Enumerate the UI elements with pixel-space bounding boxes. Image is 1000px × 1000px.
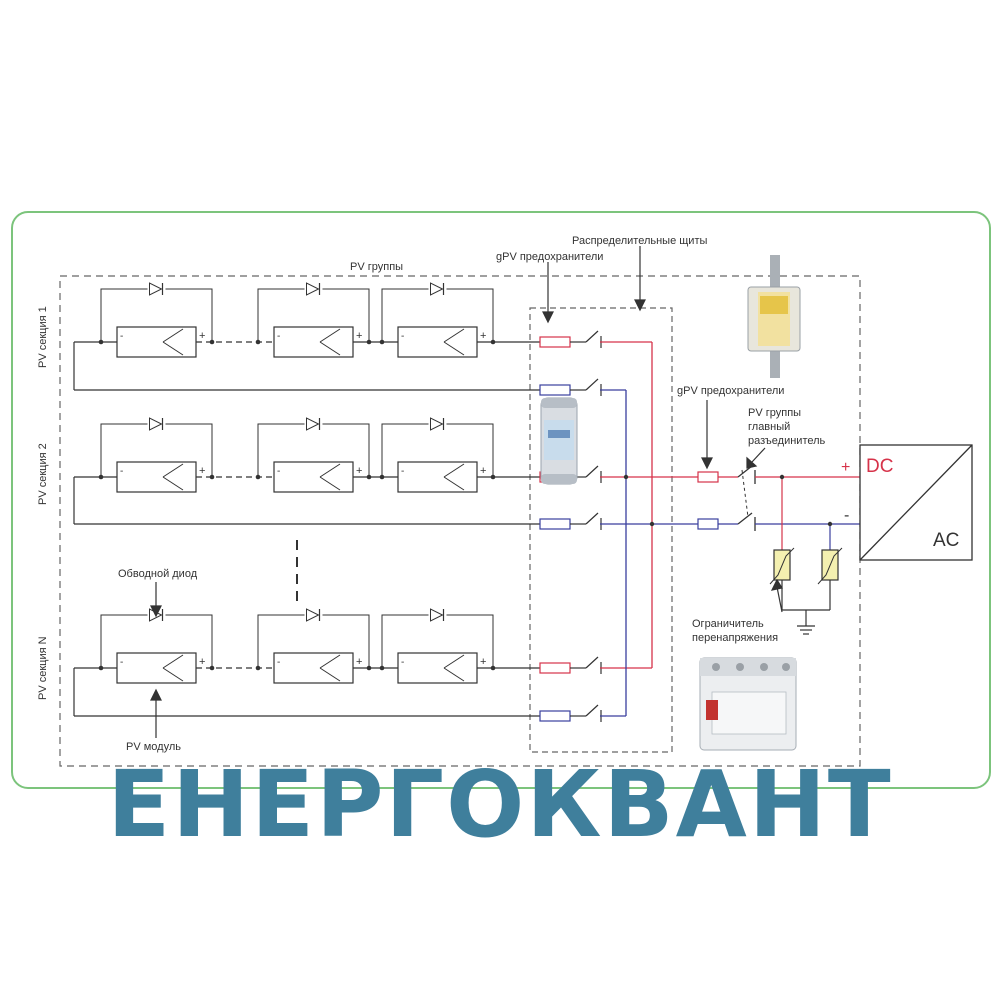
svg-text:-: -: [401, 657, 404, 668]
pv-groups-label: PV группы: [350, 261, 403, 273]
surge-protector-image: [699, 657, 797, 751]
minus-sign: -: [844, 507, 849, 524]
svg-text:-: -: [277, 331, 280, 342]
gpv-fuse: [539, 662, 571, 674]
gpv-fuses-label-top: gPV предохранители: [496, 251, 603, 263]
svg-text:-: -: [120, 657, 123, 668]
surge-limiter-label-1: Ограничитель: [692, 618, 764, 630]
bypass-diode: [306, 417, 320, 431]
distribution-board-frame: [529, 307, 673, 753]
bypass-diode: [430, 417, 444, 431]
svg-text:-: -: [277, 466, 280, 477]
disconnect-switch: [585, 656, 599, 669]
main-disconnector: [737, 465, 860, 531]
pv-sections: - + - + - + - + - + - + - + - + - +: [73, 282, 602, 722]
cartridge-fuse-image: [540, 397, 578, 485]
pv-module: [273, 461, 354, 493]
pv-module: [116, 326, 197, 358]
distribution-boards-label: Распределительные щиты: [572, 235, 707, 247]
gpv-fuse: [539, 336, 571, 348]
section-1-label: PV секция 1: [37, 306, 49, 368]
pv-module: [116, 652, 197, 684]
main-disconnector-label-3: разъединитель: [748, 435, 826, 447]
svg-text:-: -: [120, 331, 123, 342]
dc-label: DC: [866, 456, 893, 477]
svg-text:+: +: [480, 330, 486, 342]
pv-module: [273, 326, 354, 358]
svg-text:-: -: [120, 466, 123, 477]
svg-text:+: +: [356, 656, 362, 668]
disconnect-switch: [585, 512, 599, 525]
section-n-label: PV секция N: [37, 636, 49, 700]
svg-text:+: +: [356, 330, 362, 342]
surge-limiter-label-2: перенапряжения: [692, 632, 778, 644]
svg-text:+: +: [356, 465, 362, 477]
inverter: [859, 444, 973, 561]
plus-sign: +: [841, 459, 850, 476]
nh-fuse-image: [747, 255, 801, 378]
bypass-diode: [149, 282, 163, 296]
distribution-bus: [600, 341, 700, 717]
bypass-diode: [306, 608, 320, 622]
diagram-panel: [11, 211, 991, 789]
section-2-label: PV секция 2: [37, 443, 49, 505]
main-fuses: [697, 471, 738, 530]
gpv-fuse: [539, 518, 571, 530]
disconnect-switch: [585, 378, 599, 391]
surge-arresters: [769, 474, 843, 635]
bypass-diode: [306, 282, 320, 296]
disconnect-switch: [585, 465, 599, 478]
gpv-fuse: [539, 384, 571, 396]
ac-label: AC: [933, 530, 959, 551]
pv-module: [397, 461, 478, 493]
pv-module: [116, 461, 197, 493]
disconnect-switch: [585, 330, 599, 343]
svg-text:-: -: [277, 657, 280, 668]
svg-text:-: -: [401, 331, 404, 342]
disconnect-switch: [585, 704, 599, 717]
bypass-diode: [430, 282, 444, 296]
main-disconnector-label-1: PV группы: [748, 407, 801, 419]
pv-module: [397, 326, 478, 358]
bypass-diode: [430, 608, 444, 622]
pv-module-label: PV модуль: [126, 741, 181, 753]
svg-text:+: +: [480, 465, 486, 477]
main-disconnector-label-2: главный: [748, 421, 790, 433]
brand-logo-text: ЕНЕРГОКВАНТ: [107, 751, 892, 858]
pv-module: [273, 652, 354, 684]
bypass-diode: [149, 417, 163, 431]
bypass-diode-label: Обводной диод: [118, 568, 198, 580]
svg-text:+: +: [480, 656, 486, 668]
svg-text:+: +: [199, 465, 205, 477]
gpv-fuse: [539, 710, 571, 722]
arrows: [150, 246, 783, 738]
svg-text:-: -: [401, 466, 404, 477]
svg-text:+: +: [199, 330, 205, 342]
pv-module: [397, 652, 478, 684]
gpv-fuses-label-right: gPV предохранители: [677, 385, 784, 397]
svg-text:+: +: [199, 656, 205, 668]
